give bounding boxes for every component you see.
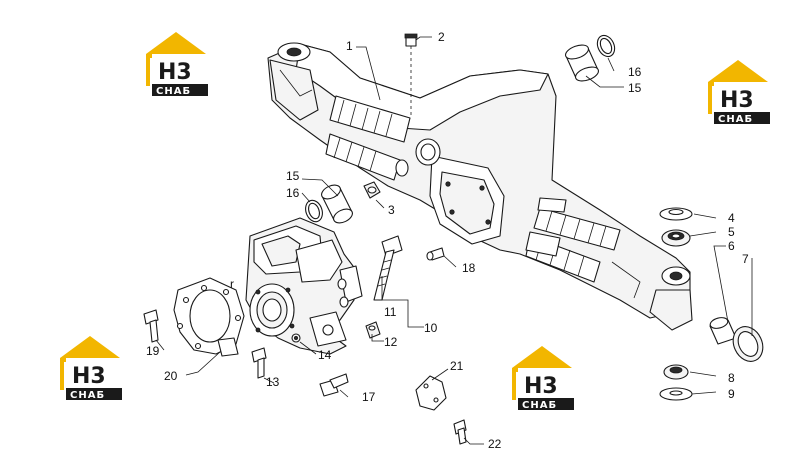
callout-16-left: 16: [286, 186, 300, 200]
screw-part-19: [143, 309, 159, 343]
washer-part-9: [659, 387, 693, 401]
callout-21: 21: [450, 359, 464, 373]
callout-1: 1: [346, 39, 353, 53]
screw-part-22: [453, 419, 467, 445]
screw-part-13: [251, 347, 267, 379]
callout-9: 9: [728, 387, 735, 401]
cover-plate-part-21: [415, 375, 447, 411]
watermark-logo-top-right: H3 СНАБ: [708, 60, 770, 125]
callout-10: 10: [424, 321, 438, 335]
watermark-logo-bottom-left: H3 СНАБ: [60, 336, 122, 401]
bushing-part-15-left: [321, 184, 353, 224]
nut-part-12: [365, 321, 381, 339]
plug-part-14: [291, 333, 301, 343]
callout-3: 3: [388, 203, 395, 217]
callout-4: 4: [728, 211, 735, 225]
pin-part-18: [426, 247, 445, 261]
bearing-part-8: [663, 364, 689, 380]
watermark-logo-bottom-center: H3 СНАБ: [512, 346, 574, 411]
callout-14: 14: [318, 348, 332, 362]
watermark-logo-top-left: H3 СНАБ: [146, 32, 208, 97]
callout-6: 6: [728, 239, 735, 253]
washer-part-4: [659, 207, 693, 221]
callout-5: 5: [728, 225, 735, 239]
logo-brand-text: СНАБ: [718, 114, 753, 125]
callout-7: 7: [742, 252, 749, 266]
callout-19: 19: [146, 344, 160, 358]
logo-mark-text: H3: [524, 374, 558, 399]
stray-mark-text: r: [230, 277, 234, 291]
callout-8: 8: [728, 371, 735, 385]
plug-part-2: [404, 33, 418, 118]
knuckle-part-10: [245, 217, 363, 355]
logo-brand-text: СНАБ: [70, 390, 105, 401]
seal-ring-part-16-upper: [596, 34, 616, 58]
callout-17: 17: [362, 390, 376, 404]
bolt-part-11: [373, 235, 403, 301]
callout-13: 13: [266, 375, 280, 389]
callout-20: 20: [164, 369, 178, 383]
bearing-part-5: [661, 229, 691, 247]
callout-15-left: 15: [286, 169, 300, 183]
logo-mark-text: H3: [158, 60, 192, 85]
seal-part-7: [732, 326, 764, 362]
nut-part-3: [363, 181, 381, 199]
callout-22: 22: [488, 437, 502, 451]
callout-16-upper: 16: [628, 65, 642, 79]
logo-brand-text: СНАБ: [156, 86, 191, 97]
seal-ring-part-16-left: [305, 199, 323, 223]
gasket-part-20: [173, 277, 245, 357]
bolt-part-17: [319, 373, 349, 397]
callout-labels: 1 2 3 4 5 6 7 8 9 10 11 12 13 14 15 15 1…: [146, 30, 749, 451]
leader-lines: [155, 36, 753, 445]
callout-15-upper: 15: [628, 81, 642, 95]
bushing-part-15-upper: [564, 44, 600, 82]
callout-2: 2: [438, 30, 445, 44]
logo-mark-text: H3: [720, 88, 754, 113]
bushing-part-6: [709, 317, 737, 345]
callout-18: 18: [462, 261, 476, 275]
callout-12: 12: [384, 335, 398, 349]
logo-brand-text: СНАБ: [522, 400, 557, 411]
logo-mark-text: H3: [72, 364, 106, 389]
axle-housing: [267, 42, 693, 331]
callout-11: 11: [384, 305, 397, 319]
